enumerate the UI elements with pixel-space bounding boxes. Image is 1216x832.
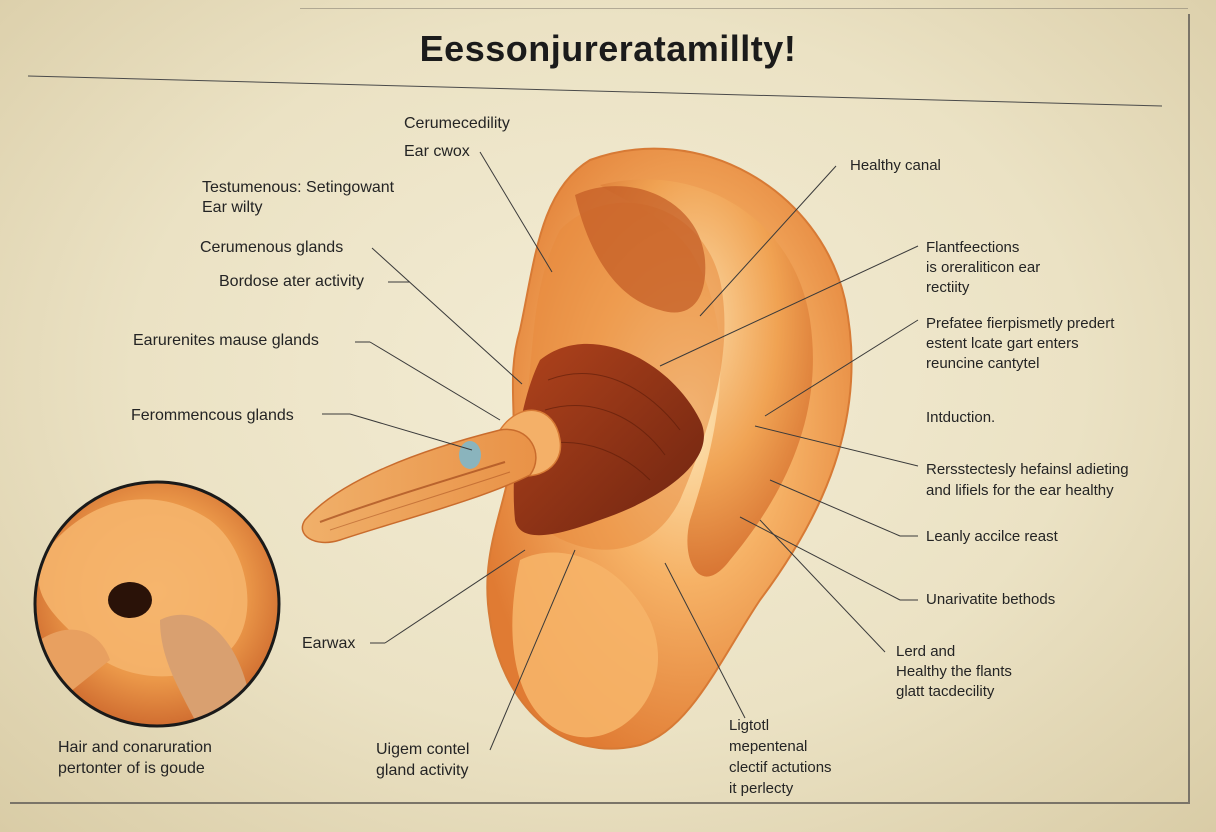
label-ear-cwox: Ear cwox	[404, 143, 470, 160]
label-hair-line1: Hair and conaruration	[58, 739, 212, 756]
label-lerd-line2: Healthy the flants	[896, 663, 1012, 680]
label-flant-line1: Flantfeections	[926, 239, 1020, 256]
label-lig-line1: Ligtotl	[729, 717, 770, 734]
label-prefatee-line2: estent lcate gart enters	[926, 335, 1079, 352]
label-testumenous: Testumenous: Setingowant	[202, 179, 395, 196]
ear-canal	[513, 343, 704, 536]
label-uigem-line2: gland activity	[376, 762, 469, 779]
header-rule	[27, 75, 1163, 107]
label-uigem-line1: Uigem contel	[376, 741, 470, 758]
label-rers-line1: Rersstectesly hefainsl adieting	[926, 461, 1129, 478]
label-flant-line3: rectiity	[926, 279, 970, 296]
label-lig-line3: clectif actutions	[729, 759, 832, 776]
leader-lines	[322, 151, 919, 751]
label-lerd-line3: glatt tacdecility	[896, 683, 995, 700]
label-flant-line2: is oreraliticon ear	[926, 259, 1041, 276]
label-intuction: Intduction.	[926, 409, 996, 426]
label-prefatee-line1: Prefatee fierpismetly predert	[926, 315, 1115, 332]
diagram-title: Eessonjureratamillty!	[419, 28, 797, 69]
label-lig-line4: it perlecty	[729, 780, 794, 797]
inset-circle-border	[33, 480, 281, 728]
label-earwax: Earwax	[302, 635, 356, 652]
label-healthy-canal: Healthy canal	[850, 157, 941, 174]
label-lig-line2: mepentenal	[729, 738, 808, 755]
label-ear-wilty: Ear wilty	[202, 199, 263, 216]
ear-lobe	[512, 552, 659, 738]
label-prefatee-line3: reuncine cantytel	[926, 355, 1040, 372]
label-hair-line2: pertonter of is goude	[58, 760, 205, 777]
frame-top-border	[300, 8, 1188, 9]
fossa-shadow	[575, 186, 706, 313]
label-leanly: Leanly accilce reast	[926, 528, 1058, 545]
gland-highlight	[459, 441, 481, 469]
inset-circle	[35, 482, 279, 726]
label-lerd-line1: Lerd and	[896, 643, 956, 660]
frame-right-border	[1188, 14, 1190, 804]
label-unarivatite: Unarivatite bethods	[926, 591, 1056, 608]
label-earurenites: Earurenites mause glands	[133, 332, 319, 349]
label-bordose: Bordose ater activity	[219, 273, 364, 290]
label-rers-line2: and lifiels for the ear healthy	[926, 482, 1114, 499]
label-ferommencous: Ferommencous glands	[131, 407, 294, 424]
frame-bottom-border	[10, 802, 1190, 804]
label-cerumecedility: Cerumecedility	[404, 115, 510, 132]
label-cerumenous-glands: Cerumenous glands	[200, 239, 344, 256]
helix-inner	[600, 179, 813, 577]
